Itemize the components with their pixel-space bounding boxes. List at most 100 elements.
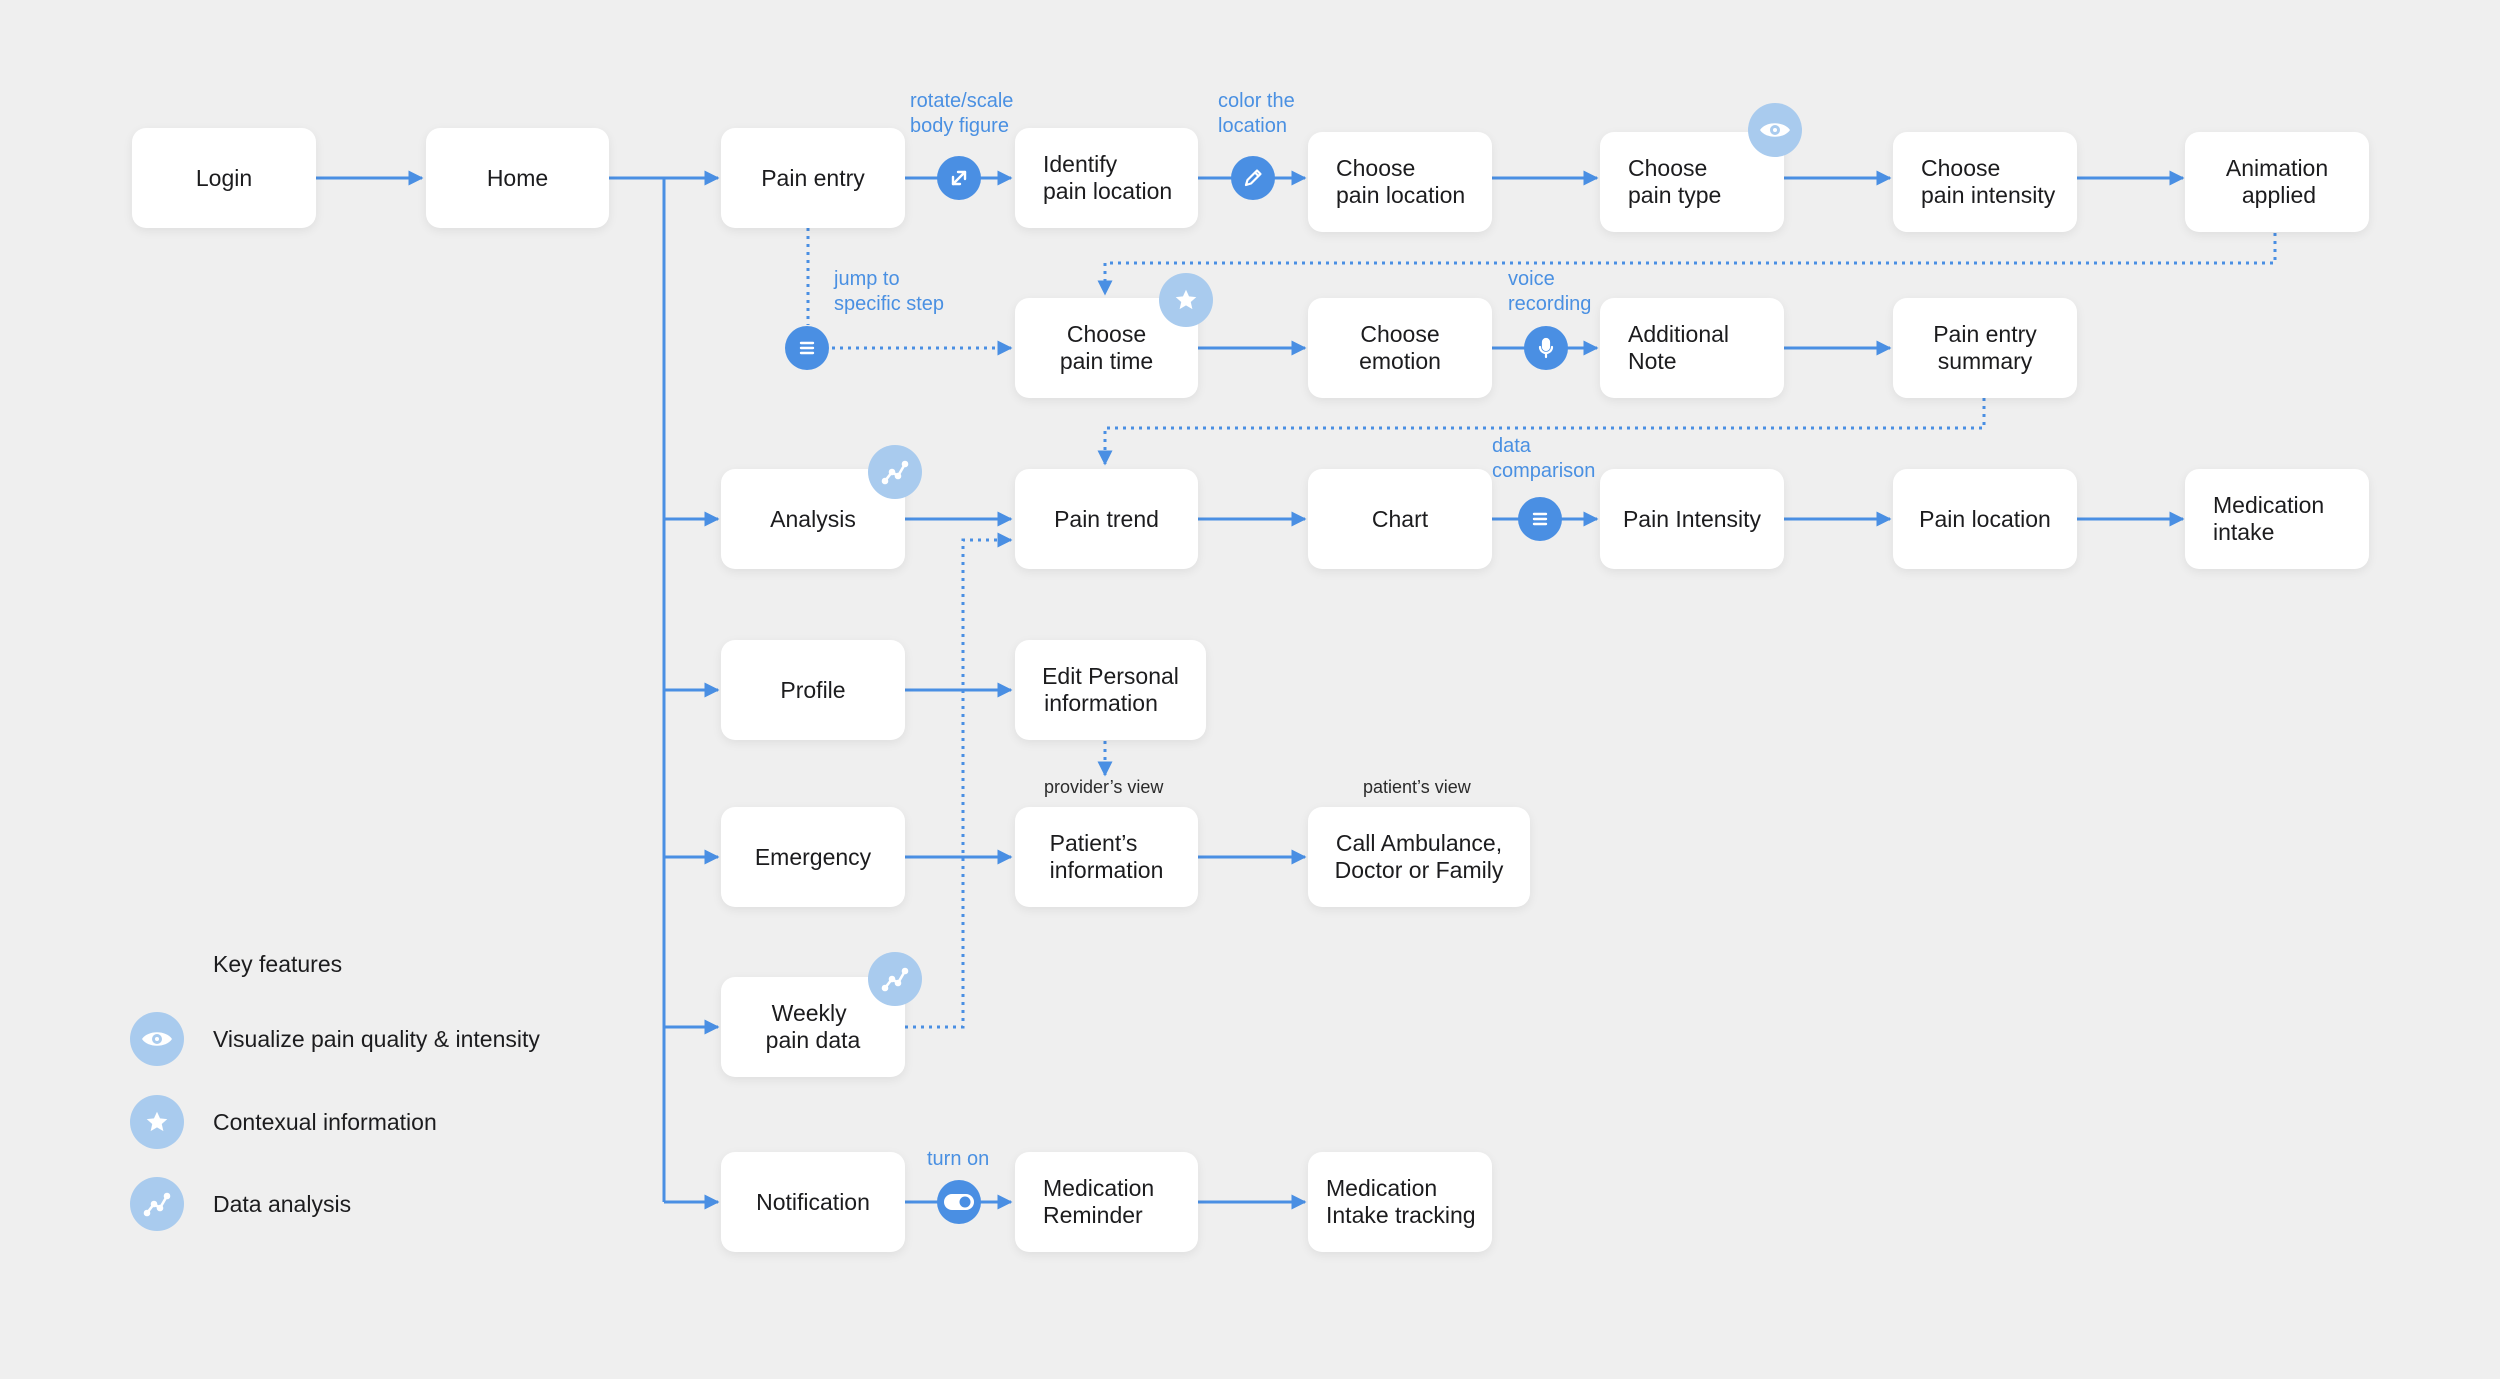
node-pain-trend-label: Pain trend bbox=[1054, 505, 1159, 532]
star-icon bbox=[1159, 273, 1213, 327]
node-profile[interactable]: Profile bbox=[721, 640, 905, 740]
node-choose-location-line1: Choose bbox=[1336, 155, 1416, 181]
annotation-jump-step-line1: jump to bbox=[834, 268, 900, 290]
node-med-reminder-line1: Medication bbox=[1043, 1175, 1155, 1201]
node-choose-emotion-line2: emotion bbox=[1359, 348, 1441, 374]
node-choose-time-line1: Choose bbox=[1066, 321, 1147, 347]
dotted-animation-to-time bbox=[1097, 233, 2277, 296]
toggle-icon[interactable] bbox=[937, 1180, 981, 1224]
list-icon[interactable] bbox=[1518, 497, 1562, 541]
annotation-patients-view: patient’s view bbox=[1363, 775, 1471, 800]
annotation-turn-on-text: turn on bbox=[927, 1148, 990, 1170]
node-login-label: Login bbox=[195, 164, 253, 191]
eye-icon bbox=[1748, 103, 1802, 157]
node-emergency-label: Emergency bbox=[754, 843, 872, 870]
node-chart[interactable]: Chart bbox=[1308, 469, 1492, 569]
node-entry-summary-line2: summary bbox=[1937, 348, 2033, 374]
microphone-icon[interactable] bbox=[1524, 326, 1568, 370]
annotation-jump-step-line2: specific step bbox=[834, 293, 945, 315]
annotation-rotate-scale-line2: body figure bbox=[910, 115, 1009, 137]
dotted-weekly-to-trend bbox=[905, 532, 1013, 1029]
node-notification-label: Notification bbox=[756, 1188, 870, 1215]
node-choose-location-line2: pain location bbox=[1336, 182, 1466, 208]
node-login[interactable]: Login bbox=[132, 128, 316, 228]
node-animation-line2: applied bbox=[2241, 182, 2317, 208]
node-edit-personal-line1: Edit Personal bbox=[1042, 663, 1179, 689]
node-weekly-line2: pain data bbox=[765, 1027, 861, 1053]
node-med-tracking-line1: Medication bbox=[1326, 1175, 1438, 1201]
annotation-providers-view-text: provider’s view bbox=[1044, 777, 1164, 797]
node-pain-trend[interactable]: Pain trend bbox=[1015, 469, 1198, 569]
node-analysis[interactable]: Analysis bbox=[721, 469, 905, 569]
node-pain-intensity[interactable]: Pain Intensity bbox=[1600, 469, 1784, 569]
annotation-turn-on: turn on bbox=[927, 1147, 989, 1172]
annotation-color-location-line1: color the bbox=[1218, 90, 1295, 112]
annotation-patients-view-text: patient’s view bbox=[1363, 777, 1471, 797]
node-pain-entry[interactable]: Pain entry bbox=[721, 128, 905, 228]
node-entry-summary-line1: Pain entry bbox=[1933, 321, 2037, 347]
trend-icon bbox=[130, 1177, 184, 1231]
legend-label-visualize: Visualize pain quality & intensity bbox=[213, 1025, 540, 1052]
node-pain-intensity-label: Pain Intensity bbox=[1622, 505, 1762, 532]
pencil-icon[interactable] bbox=[1231, 156, 1275, 200]
legend-item-contextual: Contexual information bbox=[130, 1095, 437, 1149]
node-chart-label: Chart bbox=[1371, 505, 1429, 532]
node-profile-label: Profile bbox=[780, 676, 846, 703]
annotation-rotate-scale-line1: rotate/scale bbox=[910, 90, 1014, 112]
node-choose-type-line2: pain type bbox=[1628, 182, 1722, 208]
node-notification[interactable]: Notification bbox=[721, 1152, 905, 1252]
annotation-voice-recording-line1: voice bbox=[1508, 268, 1555, 290]
node-additional-note-line2: Note bbox=[1628, 348, 1677, 374]
legend-title: Key features bbox=[213, 951, 343, 977]
node-pain-entry-label: Pain entry bbox=[761, 164, 865, 191]
annotation-jump-step: jump to specific step bbox=[834, 267, 944, 317]
node-medication-intake-line2: intake bbox=[2213, 519, 2275, 545]
node-emergency[interactable]: Emergency bbox=[721, 807, 905, 907]
legend-label-contextual: Contexual information bbox=[213, 1108, 437, 1135]
annotation-providers-view: provider’s view bbox=[1044, 775, 1163, 800]
eye-icon bbox=[130, 1012, 184, 1066]
node-patient-info-line1: Patient’s bbox=[1049, 830, 1138, 856]
node-choose-intensity-line1: Choose bbox=[1921, 155, 2001, 181]
node-additional-note-line1: Additional bbox=[1628, 321, 1730, 347]
star-icon bbox=[130, 1095, 184, 1149]
node-patient-info-line2: information bbox=[1049, 857, 1164, 883]
node-choose-time-line2: pain time bbox=[1059, 348, 1154, 374]
node-call-ambulance[interactable]: Call Ambulance,Doctor or Family bbox=[1308, 807, 1530, 907]
node-weekly-line1: Weekly bbox=[771, 1000, 847, 1026]
legend-item-visualize: Visualize pain quality & intensity bbox=[130, 1012, 540, 1066]
annotation-rotate-scale: rotate/scale body figure bbox=[910, 89, 1013, 139]
node-call-ambulance-line2: Doctor or Family bbox=[1334, 857, 1504, 883]
legend-label-data-analysis: Data analysis bbox=[213, 1190, 352, 1217]
node-analysis-label: Analysis bbox=[770, 505, 856, 532]
expand-icon[interactable] bbox=[937, 156, 981, 200]
node-choose-type-line1: Choose bbox=[1628, 155, 1708, 181]
trend-icon bbox=[868, 445, 922, 499]
node-home[interactable]: Home bbox=[426, 128, 609, 228]
node-pain-location[interactable]: Pain location bbox=[1893, 469, 2077, 569]
node-edit-personal-line2: information bbox=[1044, 690, 1158, 716]
annotation-data-comparison-line1: data bbox=[1492, 435, 1531, 457]
node-pain-location-label: Pain location bbox=[1919, 505, 2051, 532]
trend-icon bbox=[868, 952, 922, 1006]
node-med-tracking-line2: Intake tracking bbox=[1326, 1202, 1476, 1228]
list-icon[interactable] bbox=[785, 326, 829, 370]
node-home-label: Home bbox=[486, 164, 549, 191]
